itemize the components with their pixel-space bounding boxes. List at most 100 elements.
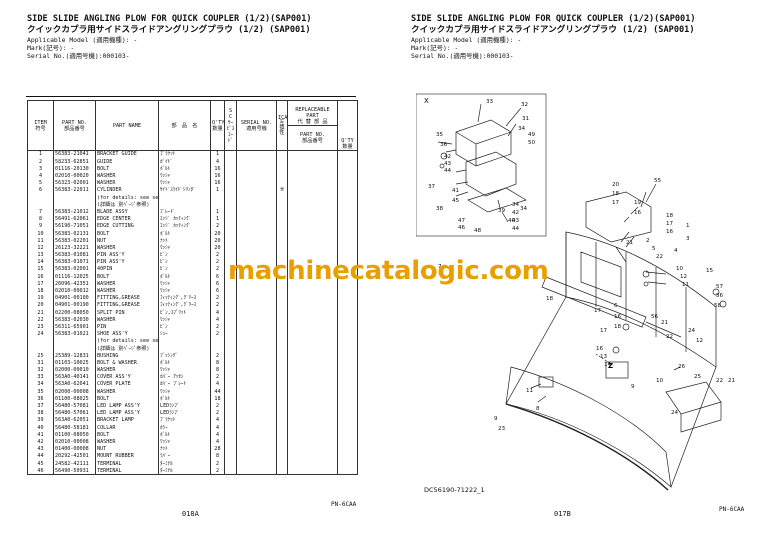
callout-label: 46 (458, 225, 466, 231)
view-x-label: X (424, 97, 429, 105)
inset-leaders (437, 103, 522, 223)
callout-label: 40 (508, 218, 516, 224)
cell-item: 41 (27, 431, 54, 439)
callout-label: 23 (498, 426, 506, 432)
cell-repl-part-no (287, 395, 338, 403)
cell-sc (224, 158, 237, 166)
cell-repl-part-no (287, 172, 338, 180)
cell-jp-name: ﾜｯｼｬ (158, 366, 211, 374)
cell-part-no: 01400-00008 (53, 445, 96, 453)
cell-repl-part-no (287, 201, 338, 209)
left-page-number: 018A (182, 510, 199, 518)
cell-part-name: WASHER (95, 438, 159, 446)
cell-item: 39 (27, 416, 54, 425)
cell-sc (224, 323, 237, 331)
cell-part-no: 02010-00012 (53, 287, 96, 295)
cell-repl-qty (337, 301, 358, 310)
cell-part-no: 01103-10025 (53, 359, 96, 367)
cell-repl-qty (337, 208, 358, 216)
right-title-jp: クイックカプラ用サイドスライドアングリングプラウ (1/2) (SAP001) (411, 25, 695, 35)
cell-part-no: 563A0-62051 (53, 416, 96, 425)
cell-repl-qty (337, 186, 358, 195)
cell-repl-qty (337, 323, 358, 331)
cell-jp-name: ﾌｨｯﾃｨﾝｸﾞ,ｸﾞﾘｰｽ (158, 294, 211, 302)
cell-repl-part-no (287, 194, 338, 202)
callout-label: 43 (444, 161, 452, 167)
cell-repl-qty (337, 194, 358, 202)
cell-repl-qty (337, 467, 358, 476)
callout-label: 9 (631, 384, 635, 390)
cell-part-no: 56383-02131 (53, 230, 96, 238)
cell-part-no (53, 345, 96, 353)
cell-serial (236, 359, 277, 367)
cell-part-name: BOLT & WASHER (95, 359, 159, 367)
cell-part-no: 02200-08050 (53, 309, 96, 317)
callout-label: 17 (600, 328, 608, 334)
cell-item: 44 (27, 452, 54, 461)
cell-repl-part-no (287, 186, 338, 195)
cell-part-name: BRACKET LAMP (95, 416, 159, 425)
cell-ica (276, 301, 288, 310)
shoe-assy (665, 381, 722, 433)
cell-serial (236, 323, 277, 331)
cell-repl-part-no (287, 309, 338, 317)
cell-serial (236, 366, 277, 374)
cell-sc (224, 409, 237, 417)
cell-serial (236, 438, 277, 446)
cell-repl-qty (337, 330, 358, 338)
cell-sc (224, 467, 237, 476)
pin-1 (642, 270, 650, 278)
cell-repl-part-no (287, 222, 338, 231)
cell-part-no: 56383-01021 (53, 330, 96, 338)
cell-part-no: 02000-00010 (53, 366, 96, 374)
cell-item: 2 (27, 158, 54, 166)
cell-qty: 16 (210, 172, 225, 180)
cell-jp-name: ﾜｯｼｬ (158, 172, 211, 180)
cell-repl-part-no (287, 230, 338, 238)
cell-part-no: 01116-20130 (53, 165, 96, 173)
cell-repl-part-no (287, 150, 338, 159)
cell-qty: 8 (210, 452, 225, 461)
cell-part-name: MOUNT RUBBER (95, 452, 159, 461)
cell-jp-name: ﾜｯｼｬ (158, 438, 211, 446)
cell-repl-part-no (287, 359, 338, 367)
cell-item: 12 (27, 244, 54, 252)
cell-repl-qty (337, 366, 358, 374)
cell-repl-part-no (287, 424, 338, 432)
cell-serial (236, 424, 277, 432)
cell-qty: 20 (210, 230, 225, 238)
cell-sc (224, 316, 237, 324)
callout-label: 13 (600, 354, 608, 360)
cell-sc (224, 416, 237, 425)
cell-qty: 4 (210, 424, 225, 432)
cutting-edge (505, 403, 669, 491)
cell-part-name: PIN ASS'Y (95, 258, 159, 266)
cell-qty: 4 (210, 309, 225, 317)
cell-serial (236, 431, 277, 439)
title-jp: クイックカプラ用サイドスライドアングリングプラウ (1/2) (SAP001) (27, 25, 311, 35)
cell-repl-qty (337, 309, 358, 317)
cell-part-no (53, 201, 96, 209)
cell-ica (276, 150, 288, 159)
cell-item: 13 (27, 251, 54, 259)
cell-sc (224, 186, 237, 195)
cell-part-no: 56480-57061 (53, 409, 96, 417)
cell-serial (236, 388, 277, 396)
cell-jp-name: ﾌﾞｯｼﾝｸﾞ (158, 352, 211, 360)
cell-item: 34 (27, 381, 54, 389)
cell-serial (236, 172, 277, 180)
cell-part-no: 26123-32221 (53, 244, 96, 252)
left-header: SIDE SLIDE ANGLING PLOW FOR QUICK COUPLE… (27, 14, 312, 60)
cell-item: 1 (27, 150, 54, 159)
